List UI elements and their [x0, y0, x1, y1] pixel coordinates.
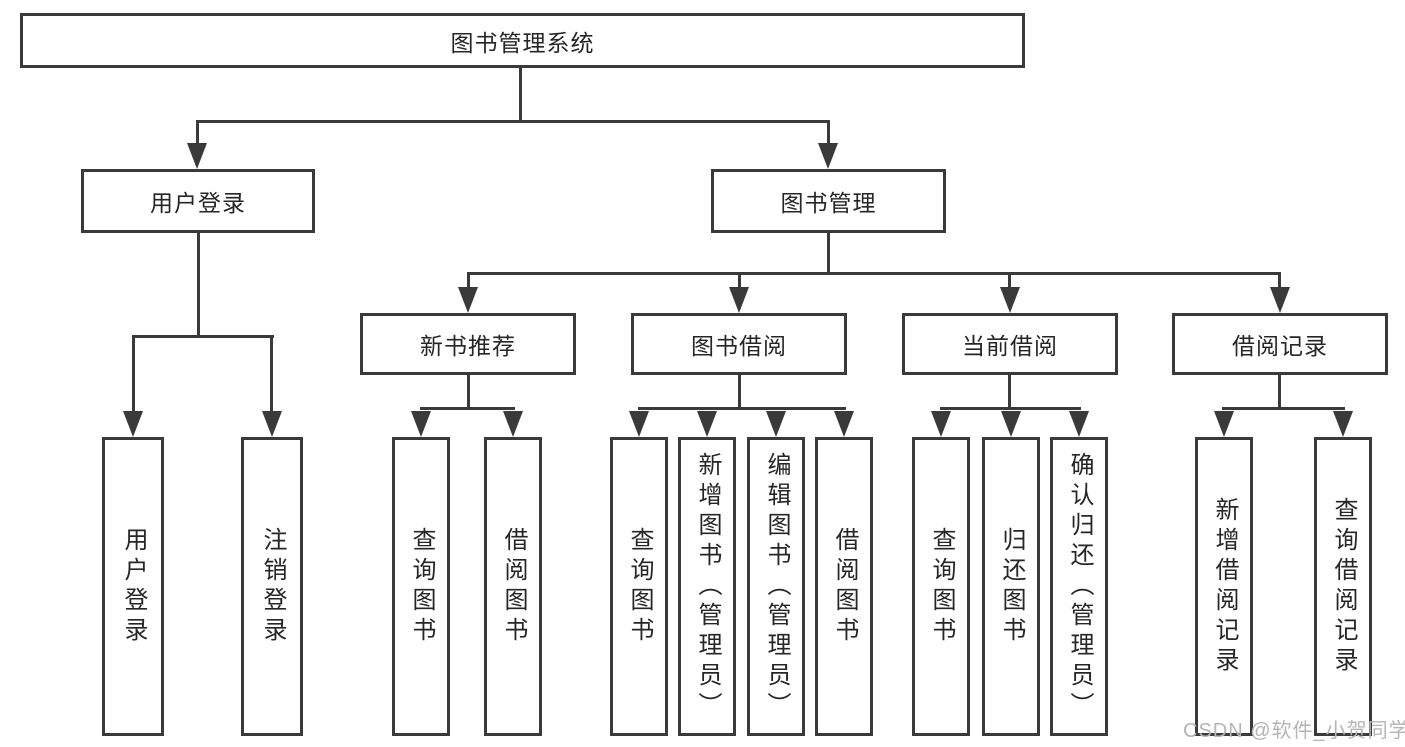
leaf-confirm-return-admin-label: 确认归还（管理员）: [1066, 451, 1093, 722]
node-user-login: 用户登录: [81, 169, 315, 233]
arrow-down-borrow: [729, 287, 749, 313]
arrow-down-recommend-leaf2: [503, 411, 523, 437]
node-book-management-label: 图书管理: [780, 190, 877, 216]
connector-drop-recommend: [467, 272, 470, 289]
node-current-borrow: 当前借阅: [902, 313, 1118, 375]
arrow-down-book-mgmt: [818, 143, 838, 169]
arrow-down-recommend: [458, 287, 478, 313]
csdn-watermark: CSDN @软件_小贺同学: [1183, 720, 1405, 742]
node-book-borrow-label: 图书借阅: [691, 333, 787, 359]
leaf-current-query-books-label: 查询图书: [928, 526, 955, 647]
node-borrow-records-label: 借阅记录: [1232, 333, 1328, 359]
connector-drop-records: [1278, 272, 1281, 289]
leaf-user-login: 用户登录: [102, 437, 164, 736]
node-library-system: 图书管理系统: [20, 13, 1025, 68]
connector-borrow-rail: [638, 407, 846, 410]
leaf-borrow-query-books-label: 查询图书: [626, 526, 653, 647]
connector-recommend-stem: [467, 373, 470, 409]
leaf-add-books-admin: 新增图书（管理员）: [678, 437, 736, 736]
node-user-login-label: 用户登录: [150, 190, 246, 216]
connector-drop-book-mgmt: [827, 120, 830, 145]
connector-drop-login-leaf2: [270, 335, 273, 413]
leaf-recommend-query-books-label: 查询图书: [408, 526, 435, 647]
arrow-down-login-leaf2: [262, 411, 282, 437]
connector-drop-login-leaf1: [132, 335, 135, 413]
arrow-down-current-leaf3: [1069, 411, 1089, 437]
connector-records-stem: [1278, 373, 1281, 409]
node-library-system-label: 图书管理系统: [450, 29, 595, 56]
leaf-return-books: 归还图书: [982, 437, 1040, 736]
arrow-down-user-login: [187, 143, 207, 169]
arrow-down-borrow-leaf1: [629, 411, 649, 437]
arrow-down-records-leaf1: [1214, 411, 1234, 437]
leaf-add-borrow-record: 新增借阅记录: [1195, 437, 1253, 736]
connector-current-stem: [1008, 373, 1011, 409]
leaf-query-borrow-record-label: 查询借阅记录: [1330, 496, 1357, 677]
connector-records-rail: [1222, 407, 1345, 410]
node-book-borrow: 图书借阅: [631, 313, 847, 375]
leaf-logout-label: 注销登录: [259, 526, 286, 647]
leaf-edit-books-admin: 编辑图书（管理员）: [747, 437, 805, 736]
connector-login-stem: [197, 231, 200, 337]
node-new-book-recommend-label: 新书推荐: [420, 333, 516, 359]
connector-level2-rail: [467, 272, 1281, 275]
node-borrow-records: 借阅记录: [1172, 313, 1388, 375]
connector-recommend-rail: [420, 407, 515, 410]
connector-current-rail: [940, 407, 1081, 410]
leaf-logout: 注销登录: [241, 437, 303, 736]
connector-mgmt-stem: [827, 231, 830, 274]
connector-level1-rail: [196, 120, 830, 123]
leaf-recommend-borrow-books: 借阅图书: [484, 437, 542, 736]
connector-drop-borrow: [738, 272, 741, 289]
leaf-confirm-return-admin: 确认归还（管理员）: [1050, 437, 1108, 736]
arrow-down-borrow-leaf4: [834, 411, 854, 437]
node-book-management: 图书管理: [711, 169, 946, 233]
leaf-add-borrow-record-label: 新增借阅记录: [1211, 496, 1238, 677]
arrow-down-login-leaf1: [123, 411, 143, 437]
leaf-borrow-books: 借阅图书: [815, 437, 873, 736]
leaf-borrow-query-books: 查询图书: [610, 437, 668, 736]
arrow-down-records: [1270, 287, 1290, 313]
arrow-down-borrow-leaf3: [766, 411, 786, 437]
leaf-user-login-label: 用户登录: [120, 526, 147, 647]
leaf-query-borrow-record: 查询借阅记录: [1314, 437, 1372, 736]
arrow-down-records-leaf2: [1333, 411, 1353, 437]
leaf-add-books-admin-label: 新增图书（管理员）: [694, 451, 721, 722]
leaf-borrow-books-label: 借阅图书: [831, 526, 858, 647]
node-current-borrow-label: 当前借阅: [962, 333, 1058, 359]
connector-borrow-stem: [738, 373, 741, 409]
leaf-recommend-borrow-books-label: 借阅图书: [500, 526, 527, 647]
arrow-down-recommend-leaf1: [411, 411, 431, 437]
connector-drop-current: [1008, 272, 1011, 289]
connector-login-rail: [132, 335, 274, 338]
leaf-current-query-books: 查询图书: [912, 437, 970, 736]
leaf-edit-books-admin-label: 编辑图书（管理员）: [763, 451, 790, 722]
connector-drop-user-login: [196, 120, 199, 145]
leaf-return-books-label: 归还图书: [998, 526, 1025, 647]
arrow-down-borrow-leaf2: [697, 411, 717, 437]
leaf-recommend-query-books: 查询图书: [392, 437, 450, 736]
arrow-down-current-leaf2: [1001, 411, 1021, 437]
arrow-down-current-leaf1: [931, 411, 951, 437]
node-new-book-recommend: 新书推荐: [360, 313, 576, 375]
arrow-down-current: [1000, 287, 1020, 313]
connector-root-stem: [519, 66, 522, 122]
